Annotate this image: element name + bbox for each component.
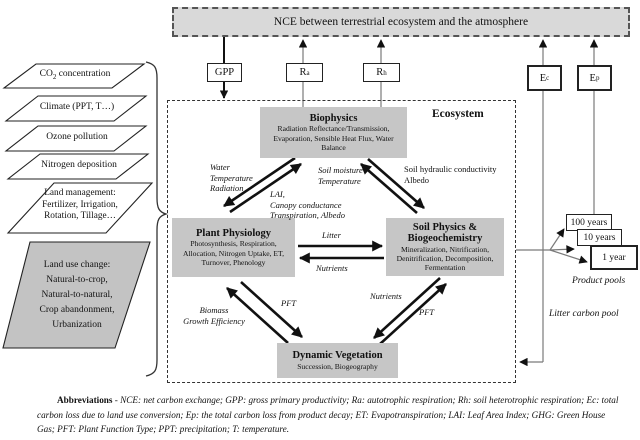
vegetation-to-soil-arrow	[379, 283, 447, 345]
soil-physics-module: Soil Physics & Biogeochemistry Mineraliz…	[386, 218, 504, 276]
nitrogen-parallelogram	[6, 153, 150, 180]
soil-to-vegetation-arrow	[373, 277, 441, 339]
litter-label: Litter	[322, 230, 341, 240]
soil-physics-title: Soil Physics & Biogeochemistry	[407, 221, 483, 245]
pft-right-label: PFT	[419, 307, 435, 317]
vegetation-to-plant-arrow	[226, 287, 289, 344]
land-management-parallelogram	[6, 182, 154, 234]
ecosystem-label: Ecosystem	[432, 108, 484, 120]
litter-carbon-pool-label: Litter carbon pool	[549, 309, 619, 319]
ecosystem-boundary	[167, 100, 516, 383]
nutrients-mid-label: Nutrients	[316, 263, 348, 273]
gpp-label: GPP	[214, 67, 235, 78]
dynamic-vegetation-module: Dynamic Vegetation Succession, Biogeogra…	[277, 343, 398, 378]
ra-label: R	[299, 67, 307, 78]
biophysics-to-soil-arrow	[367, 158, 425, 209]
biophysics-module: Biophysics Radiation Reflectance/Transmi…	[260, 107, 407, 158]
driver-climate: Climate (PPT, T…)	[39, 102, 115, 112]
abbreviations-note: Abbreviations - NCE: net carbon exchange…	[37, 393, 622, 437]
abbreviations-text: - NCE: net carbon exchange; GPP: gross p…	[37, 395, 619, 434]
fan-arrow-1y	[549, 249, 588, 264]
plant-to-biophysics-arrow	[229, 162, 302, 214]
plant-physiology-module: Plant Physiology Photosynthesis, Respira…	[172, 218, 295, 277]
dynamic-vegetation-title: Dynamic Vegetation	[292, 350, 383, 362]
lai-canopy-label: LAI, Canopy conductance Transpiration, A…	[270, 189, 345, 220]
soil-physics-desc: Mineralization, Nitrification, Denitrifi…	[396, 244, 494, 273]
drivers-brace	[145, 61, 169, 377]
nce-banner-title: NCE between terrestrial ecosystem and th…	[273, 16, 529, 28]
soil-to-biophysics-arrow	[360, 163, 418, 214]
co2-text-post: concentration	[56, 69, 111, 79]
product-pools-label: Product pools	[572, 276, 626, 286]
ozone-parallelogram	[4, 125, 148, 152]
product-pool-1y: 1 year	[590, 245, 638, 270]
driver-ozone: Ozone pollution	[46, 132, 108, 142]
product-pool-10y: 10 years	[577, 229, 622, 246]
dynamic-vegetation-desc: Succession, Biogeography	[297, 361, 378, 371]
soil-moisture-label: Soil moisture Temperature	[318, 165, 363, 186]
soil-hydraulic-label: Soil hydraulic conductivity Albedo	[404, 164, 497, 185]
abbreviations-lead: Abbreviations	[57, 395, 113, 405]
biophysics-desc: Radiation Reflectance/Transmission, Evap…	[273, 124, 394, 152]
plant-to-vegetation-arrow	[240, 281, 303, 338]
co2-subscript: 2	[52, 72, 57, 81]
fan-arrow-100y	[549, 228, 565, 251]
plant-physiology-title: Plant Physiology	[196, 227, 271, 239]
ep-label: E	[589, 72, 596, 84]
pft-left-label: PFT	[281, 298, 297, 308]
rh-label: R	[376, 67, 384, 78]
nutrients-right-label: Nutrients	[370, 291, 402, 301]
driver-land-use-change: Land use change: Natural-to-crop, Natura…	[39, 260, 115, 330]
gpp-box: GPP	[207, 63, 242, 82]
ec-label: E	[539, 72, 547, 84]
driver-land-management: Land management: Fertilizer, Irrigation,…	[42, 188, 118, 221]
biophysics-to-plant-arrow	[223, 156, 296, 208]
biomass-label: Biomass Growth Efficiency	[183, 305, 245, 326]
plant-physiology-desc: Photosynthesis, Respiration, Allocation,…	[182, 239, 285, 267]
nce-banner: NCE between terrestrial ecosystem and th…	[172, 7, 630, 37]
biophysics-title: Biophysics	[309, 112, 358, 124]
land-use-change-parallelogram	[2, 241, 151, 349]
co2-text: CO	[39, 69, 53, 79]
co2-parallelogram	[2, 63, 146, 89]
driver-nitrogen: Nitrogen deposition	[41, 160, 117, 170]
fan-arrow-10y	[549, 245, 575, 254]
driver-co2: CO2 concentration	[20, 69, 130, 83]
climate-parallelogram	[4, 95, 148, 122]
water-temp-radiation-label: Water Temperature Radiation	[210, 162, 253, 193]
